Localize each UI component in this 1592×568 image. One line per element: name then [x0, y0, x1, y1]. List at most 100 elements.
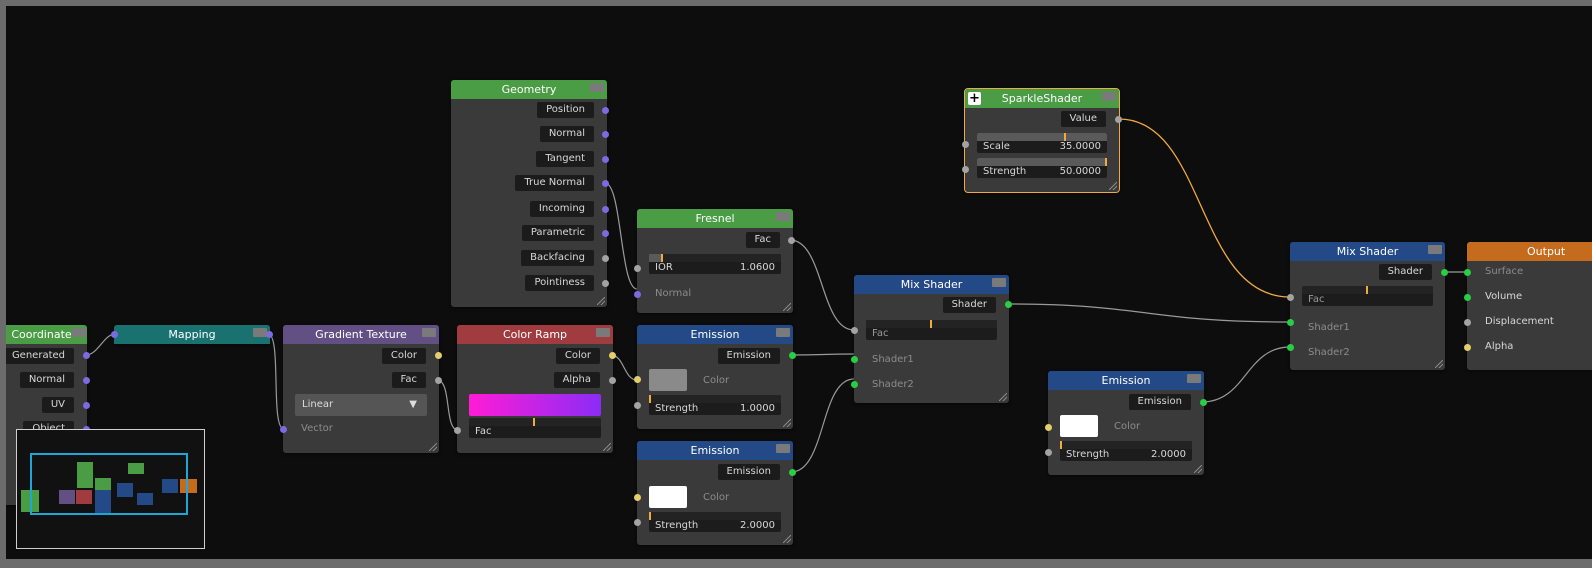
socket-vector-in[interactable] [280, 426, 287, 433]
fac-slider[interactable]: Fac [1302, 286, 1433, 306]
node-gradient-texture[interactable]: Gradient Texture Color Fac Linear▼ Vecto… [280, 325, 442, 453]
node-header[interactable]: Geometry [451, 80, 607, 99]
resize-grip[interactable] [1109, 182, 1117, 190]
socket-shader-out[interactable] [1441, 269, 1448, 276]
node-header[interactable]: Mix Shader [1290, 242, 1445, 261]
node-header[interactable]: Gradient Texture [283, 325, 439, 344]
socket-volume-in[interactable] [1464, 294, 1471, 301]
node-mapping[interactable]: Mapping [111, 325, 273, 344]
color-swatch[interactable] [1060, 415, 1098, 437]
socket-generated[interactable] [83, 352, 90, 359]
node-editor-canvas[interactable]: Coordinate Generated Normal UV Object Ma… [6, 6, 1592, 559]
node-mix-shader-1[interactable]: Mix Shader Shader Fac Shader1 Shader2 [851, 275, 1012, 403]
socket-strength-in[interactable] [962, 166, 969, 173]
socket-shader-out[interactable] [1005, 301, 1012, 308]
resize-grip[interactable] [783, 303, 791, 311]
preview-toggle[interactable] [992, 278, 1006, 287]
node-header[interactable]: Coordinate [6, 325, 87, 344]
socket-value-out[interactable] [1115, 116, 1122, 123]
socket-backfacing[interactable] [602, 255, 609, 262]
node-header[interactable]: Mix Shader [854, 275, 1009, 294]
color-swatch[interactable] [649, 486, 687, 508]
socket-emission-out[interactable] [789, 469, 796, 476]
resize-grip[interactable] [999, 393, 1007, 401]
socket-color-in[interactable] [634, 376, 641, 383]
socket-incoming[interactable] [602, 206, 609, 213]
socket-displacement-in[interactable] [1464, 319, 1471, 326]
socket-uv[interactable] [83, 402, 90, 409]
node-header[interactable]: Output [1467, 242, 1592, 261]
node-header[interactable]: Fresnel [637, 209, 793, 228]
socket-strength-in[interactable] [634, 519, 641, 526]
resize-grip[interactable] [597, 297, 605, 305]
socket-normal-in[interactable] [634, 291, 641, 298]
preview-toggle[interactable] [253, 328, 267, 337]
socket-normal[interactable] [602, 131, 609, 138]
resize-grip[interactable] [1194, 465, 1202, 473]
socket-shader2-in[interactable] [851, 381, 858, 388]
node-header[interactable]: Emission [637, 325, 793, 344]
preview-toggle[interactable] [776, 212, 790, 221]
socket-color-in[interactable] [1045, 424, 1052, 431]
node-header[interactable]: Emission [1048, 371, 1204, 390]
socket-vector-in[interactable] [111, 331, 118, 338]
socket-ior-in[interactable] [634, 265, 641, 272]
socket-shader2-in[interactable] [1287, 344, 1294, 351]
preview-toggle[interactable] [1187, 374, 1201, 383]
preview-toggle[interactable] [590, 83, 604, 92]
socket-normal[interactable] [83, 377, 90, 384]
socket-emission-out[interactable] [789, 352, 796, 359]
preview-toggle[interactable] [776, 328, 790, 337]
resize-grip[interactable] [1435, 360, 1443, 368]
preview-toggle[interactable] [1428, 245, 1442, 254]
preview-toggle[interactable] [422, 328, 436, 337]
socket-color-out[interactable] [609, 352, 616, 359]
socket-fac-in[interactable] [1287, 294, 1294, 301]
preview-toggle[interactable] [596, 328, 610, 337]
node-material-output[interactable]: Output Surface Volume Displacement Alpha [1464, 242, 1592, 370]
resize-grip[interactable] [429, 443, 437, 451]
socket-alpha-in[interactable] [1464, 344, 1471, 351]
add-icon[interactable]: + [968, 91, 981, 106]
color-ramp-gradient[interactable] [469, 394, 601, 416]
preview-toggle[interactable] [776, 444, 790, 453]
socket-parametric[interactable] [602, 230, 609, 237]
socket-position[interactable] [602, 107, 609, 114]
socket-fac-in[interactable] [851, 327, 858, 334]
socket-strength-in[interactable] [634, 402, 641, 409]
preview-toggle[interactable] [72, 328, 86, 337]
socket-true-normal[interactable] [602, 180, 609, 187]
socket-color-in[interactable] [634, 494, 641, 501]
socket-surface-in[interactable] [1464, 269, 1471, 276]
node-header[interactable]: Emission [637, 441, 793, 460]
socket-fac-in[interactable] [454, 427, 461, 434]
node-header[interactable]: Color Ramp [457, 325, 613, 344]
socket-strength-in[interactable] [1045, 449, 1052, 456]
socket-vector-out[interactable] [266, 331, 273, 338]
socket-scale-in[interactable] [962, 141, 969, 148]
resize-grip[interactable] [603, 443, 611, 451]
node-header[interactable]: Mapping [114, 325, 270, 344]
resize-grip[interactable] [783, 419, 791, 427]
node-mix-shader-2[interactable]: Mix Shader Shader Fac Shader1 Shader2 [1287, 242, 1448, 370]
preview-toggle[interactable] [1102, 92, 1116, 101]
socket-fac-out[interactable] [435, 377, 442, 384]
node-color-ramp[interactable]: Color Ramp Color Alpha Fac [454, 325, 616, 453]
socket-alpha-out[interactable] [609, 377, 616, 384]
socket-pointiness[interactable] [602, 280, 609, 287]
resize-grip[interactable] [783, 535, 791, 543]
socket-shader1-in[interactable] [1287, 319, 1294, 326]
node-header[interactable]: +SparkleShader [965, 89, 1119, 108]
fac-slider[interactable]: Fac [866, 320, 997, 340]
gradient-type-dropdown[interactable]: Linear▼ [295, 394, 427, 416]
